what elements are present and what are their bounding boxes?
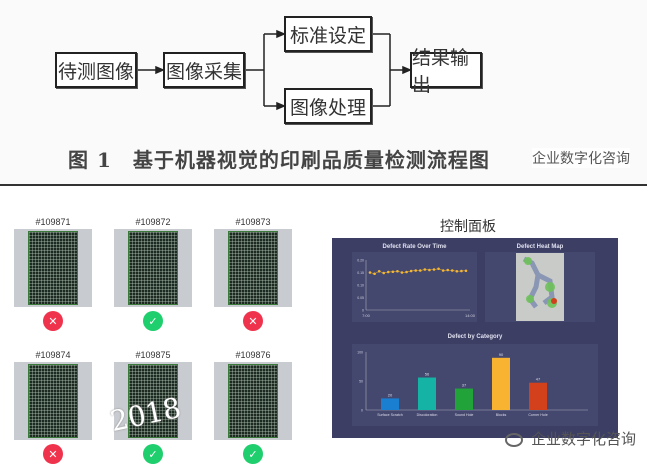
data-point xyxy=(396,269,399,273)
category-label: Discoloration xyxy=(417,413,438,417)
flow-node-image-processing: 图像处理 xyxy=(284,88,372,124)
data-point xyxy=(377,269,381,273)
status-pass-icon: ✓ xyxy=(143,444,163,464)
bar xyxy=(381,398,399,410)
bar-value-label: 47 xyxy=(536,377,541,382)
category-label: Sound Hole xyxy=(455,413,474,417)
bar-chart-title: Defect by Category xyxy=(447,334,503,340)
flow-node-input-image: 待测图像 xyxy=(55,52,137,88)
data-point xyxy=(405,270,408,274)
data-point xyxy=(409,269,413,273)
sample-image[interactable] xyxy=(14,229,92,307)
data-point xyxy=(368,271,372,274)
status-fail-icon: ✕ xyxy=(43,444,63,464)
bar-chart-panel xyxy=(352,344,598,426)
data-point xyxy=(382,271,386,275)
data-point xyxy=(450,269,454,272)
bar-value-label: 20 xyxy=(388,392,393,397)
bar xyxy=(492,357,510,410)
data-point xyxy=(428,268,431,272)
data-point xyxy=(437,267,440,271)
x-tick-label: 7:00 xyxy=(362,313,371,318)
y-tick-label: 100 xyxy=(357,351,363,355)
bar xyxy=(455,388,473,410)
flowchart-figure: 待测图像 图像采集 标准设定 图像处理 结果输出 图 1 基于机器视觉的印刷品质… xyxy=(0,0,647,186)
y-tick-label: 0 xyxy=(361,409,363,413)
bar-value-label: 90 xyxy=(499,352,504,357)
bar xyxy=(529,382,547,410)
status-fail-icon: ✕ xyxy=(43,311,63,331)
sample-id: #109871 xyxy=(35,217,71,227)
data-point xyxy=(386,270,390,274)
dashboard-title: 控制面板 xyxy=(440,219,496,235)
y-tick-label: 50 xyxy=(359,380,363,384)
flow-node-result-output: 结果输出 xyxy=(410,47,482,96)
status-fail-icon: ✕ xyxy=(243,311,263,331)
data-point xyxy=(373,272,376,276)
sample-image[interactable] xyxy=(214,362,292,440)
sample-id: #109872 xyxy=(135,217,171,227)
y-tick-label: 0.10 xyxy=(357,284,364,288)
line-chart-panel xyxy=(352,252,477,322)
flow-node-standard-setting: 标准设定 xyxy=(284,16,372,52)
status-pass-icon: ✓ xyxy=(143,311,163,331)
flow-node-image-capture: 图像采集 xyxy=(163,52,245,88)
wechat-icon xyxy=(505,432,523,447)
category-label: Surface Scratch xyxy=(377,413,403,417)
status-pass-icon: ✓ xyxy=(243,444,263,464)
y-tick-label: 0.15 xyxy=(357,271,364,275)
line-chart-title: Defect Rate Over Time xyxy=(382,244,447,250)
watermark-text: 企业数字化咨询 xyxy=(531,430,637,448)
data-point xyxy=(432,268,436,271)
sample-image[interactable] xyxy=(214,229,292,307)
data-point xyxy=(446,268,450,272)
sample-image[interactable] xyxy=(14,362,92,440)
data-point xyxy=(391,270,395,274)
data-point xyxy=(414,269,418,272)
line-chart: 0 0.05 0.10 0.15 0.20 7:00 14:00 xyxy=(357,259,476,319)
bar-value-label: 56 xyxy=(425,372,430,377)
bar xyxy=(418,377,436,410)
watermark-bottom: 企业数字化咨询 xyxy=(505,428,636,449)
heatmap-title: Defect Heat Map xyxy=(516,244,564,250)
data-point xyxy=(423,268,427,271)
sample-image[interactable] xyxy=(114,362,192,440)
data-point xyxy=(464,269,468,273)
data-point xyxy=(460,269,463,273)
sample-id: #109874 xyxy=(35,350,71,360)
dashboard-panel: Defect Rate Over Time 0 0.05 0.10 0.15 0.20 7… xyxy=(332,238,618,438)
sample-id: #109875 xyxy=(135,350,171,360)
heatmap-image xyxy=(516,253,564,321)
figure-caption: 图 1 基于机器视觉的印刷品质量检测流程图 xyxy=(68,148,490,172)
data-point xyxy=(400,271,404,274)
y-tick-label: 0.05 xyxy=(357,296,364,300)
sample-image[interactable] xyxy=(114,229,192,307)
watermark-top: 企业数字化咨询 xyxy=(532,148,630,168)
x-tick-label: 14:00 xyxy=(465,313,476,318)
sample-id: #109876 xyxy=(235,350,271,360)
data-point xyxy=(418,269,422,272)
data-point xyxy=(455,269,459,273)
sample-id: #109873 xyxy=(235,217,271,227)
category-label: Blocks xyxy=(496,413,507,417)
y-tick-label: 0.20 xyxy=(357,259,364,263)
bar-value-label: 37 xyxy=(462,383,467,388)
flowchart-connectors xyxy=(137,29,412,111)
y-tick-label: 0 xyxy=(362,309,364,313)
category-label: Corner Hole xyxy=(528,413,547,417)
series-line xyxy=(369,268,467,275)
data-point xyxy=(441,269,445,272)
